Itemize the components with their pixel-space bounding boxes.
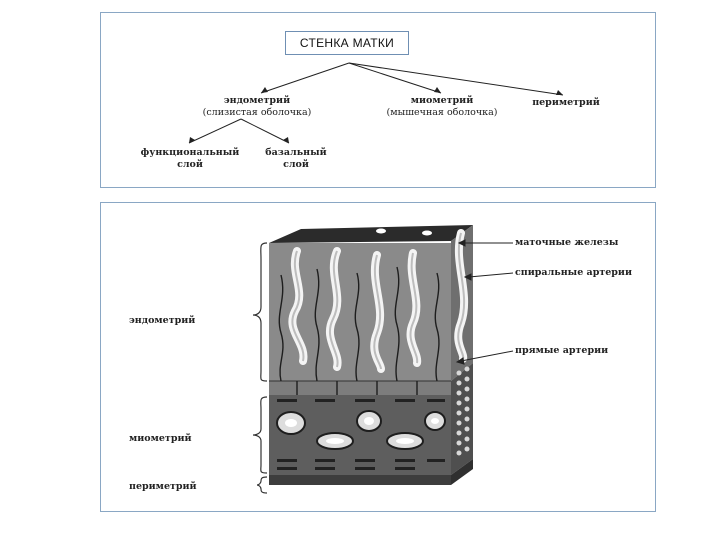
- myometrium-side: [451, 363, 473, 475]
- label-myometrium: миометрий: [129, 433, 192, 444]
- perimetrium-side: [451, 459, 473, 485]
- connector-endometrium: [260, 62, 350, 94]
- gland-lumens: [291, 232, 466, 370]
- left-braces: [252, 242, 268, 494]
- uterine-wall-illustration: [252, 225, 514, 494]
- node-functional-line1: функциональный: [140, 147, 240, 158]
- node-perimetrium: периметрий: [521, 97, 611, 109]
- scheme-title: СТЕНКА МАТКИ: [285, 31, 409, 55]
- label-endometrium: эндометрий: [129, 315, 196, 326]
- node-basal-line2: слой: [283, 159, 309, 170]
- node-endometrium-name: эндометрий: [223, 95, 291, 106]
- label-perimetrium: периметрий: [129, 481, 197, 492]
- connector-myometrium: [348, 62, 442, 94]
- node-myometrium-sub: (мышечная оболочка): [386, 107, 498, 118]
- figure-panel: эндометрий миометрий периметрий маточные…: [100, 202, 656, 512]
- connector-perimetrium: [348, 62, 564, 96]
- node-functional-layer: функциональный слой: [135, 147, 245, 171]
- muscle-fibers: [277, 399, 445, 470]
- connector-basal: [240, 118, 290, 144]
- label-uterine-glands: маточные железы: [515, 237, 619, 248]
- basal-layer: [269, 381, 451, 395]
- gland-opening: [376, 228, 386, 234]
- node-endometrium: эндометрий (слизистая оболочка): [197, 95, 317, 119]
- node-functional-line2: слой: [177, 159, 203, 170]
- node-endometrium-sub: (слизистая оболочка): [202, 107, 312, 118]
- myometrium-front: [269, 395, 451, 475]
- scheme-panel: СТЕНКА МАТКИ эндометрий (слизистая оболо…: [100, 12, 656, 188]
- connector-functional: [188, 118, 242, 144]
- label-straight-arteries: прямые артерии: [515, 345, 609, 356]
- myometrial-vessels: [276, 410, 446, 450]
- surface-epithelium: [269, 225, 473, 243]
- pointer-arrows: [455, 239, 514, 365]
- node-myometrium-name: миометрий: [410, 95, 474, 106]
- node-basal-line1: базальный: [265, 147, 327, 158]
- node-basal-layer: базальный слой: [261, 147, 331, 171]
- node-myometrium: миометрий (мышечная оболочка): [377, 95, 507, 119]
- side-cells: [456, 366, 470, 456]
- perimetrium-front: [269, 475, 451, 485]
- gland-opening: [422, 230, 432, 236]
- straight-arteries: [296, 381, 418, 395]
- node-perimetrium-name: периметрий: [532, 97, 600, 108]
- spiral-arteries: [278, 266, 440, 382]
- label-spiral-arteries: спиральные артерии: [515, 267, 633, 278]
- scheme-connectors: [188, 62, 564, 144]
